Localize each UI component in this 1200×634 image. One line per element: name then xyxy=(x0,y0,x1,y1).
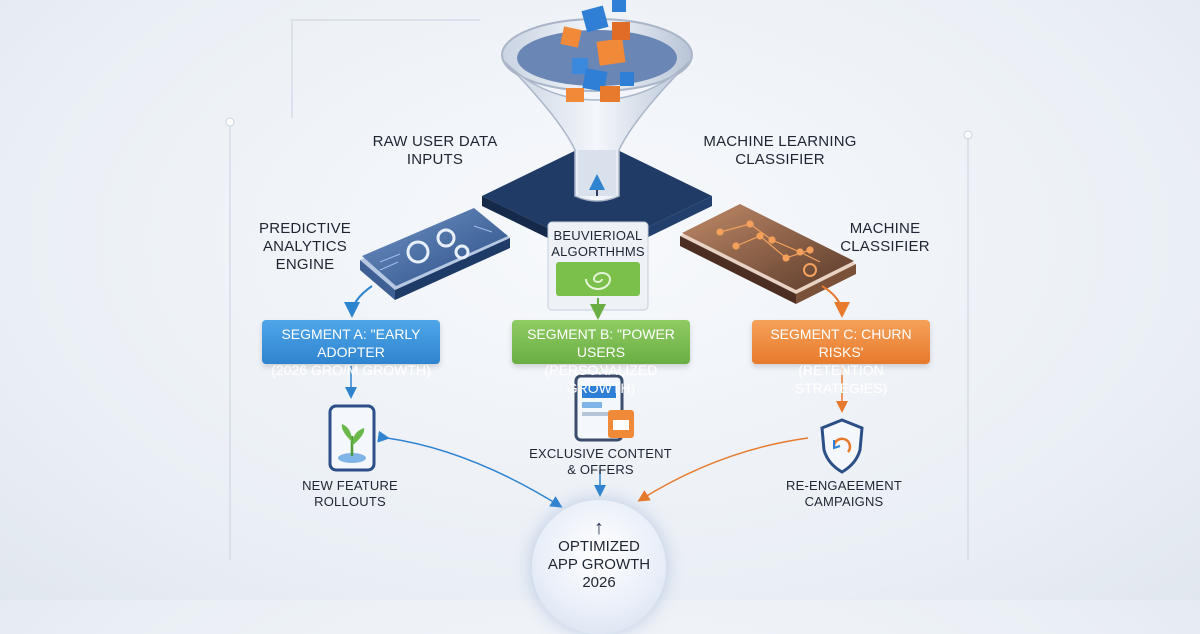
funnel-icon xyxy=(501,0,693,202)
arrow-up-icon: ↑ xyxy=(594,517,604,539)
label-line: 2026 xyxy=(582,574,616,591)
ml-classifier-label: MACHINE LEARNING CLASSIFIER xyxy=(690,133,870,169)
behavioral-label: BEUVIERIOAL ALGORTHHMS xyxy=(548,228,648,260)
spiral-icon xyxy=(585,272,612,290)
label-line: MACHINE xyxy=(849,220,921,237)
label-line: NEW FEATURE xyxy=(302,478,398,493)
label-line: & OFFERS xyxy=(567,462,634,477)
label-line: ROLLOUTS xyxy=(314,494,386,509)
label-line: ENGINE xyxy=(275,256,335,273)
label-line: OPTIMIZED xyxy=(558,538,640,555)
label-line: MACHINE LEARNING xyxy=(703,133,857,150)
label-line: ANALYTICS xyxy=(262,238,348,255)
label-line: CAMPAIGNS xyxy=(804,494,884,509)
machine-classifier-label: MACHINE CLASSIFIER xyxy=(830,220,940,256)
flow-diagram: RAW USER DATA INPUTS MACHINE LEARNING CL… xyxy=(225,0,973,634)
outcome-b-label: EXCLUSIVE CONTENT & OFFERS xyxy=(528,446,673,478)
label-line: APP GROWTH xyxy=(547,556,651,573)
segment-c-box: SEGMENT C: CHURN RISKS' (RETENTION STRAT… xyxy=(752,320,930,396)
segment-subtitle: (PERSONALIZED GROWTH) xyxy=(544,362,658,396)
shield-icon xyxy=(820,418,864,474)
label-line: CLASSIFIER xyxy=(840,238,930,255)
mobile-screen-icon xyxy=(328,404,376,472)
label-line: RE-ENGAEEMENT xyxy=(785,478,902,493)
network-icon xyxy=(716,220,821,263)
label-line: ALGORTHHMS xyxy=(551,244,645,259)
segment-a-box: SEGMENT A: "EARLY ADOPTER (2026 GRO/M GR… xyxy=(262,320,440,378)
outcome-c-label: RE-ENGAEEMENT CAMPAIGNS xyxy=(774,478,914,510)
gear-icon xyxy=(406,228,470,264)
raw-inputs-label: RAW USER DATA INPUTS xyxy=(350,133,520,169)
label-line: PREDICTIVE xyxy=(258,220,351,237)
predictive-label: PREDICTIVE ANALYTICS ENGINE xyxy=(245,220,365,274)
spiral-icon xyxy=(803,263,817,277)
segment-title: SEGMENT B: "POWER USERS xyxy=(527,326,675,360)
label-line: RAW USER DATA xyxy=(372,133,498,150)
mobile-screen-icon xyxy=(574,374,634,442)
segment-b-box: SEGMENT B: "POWER USERS (PERSONALIZED GR… xyxy=(512,320,690,396)
label-line: BEUVIERIOAL xyxy=(553,228,643,243)
plant-icon xyxy=(341,424,365,456)
outcome-a-label: NEW FEATURE ROLLOUTS xyxy=(290,478,410,510)
segment-subtitle: (2026 GRO/M GROWTH) xyxy=(271,362,431,378)
goal-label: OPTIMIZED APP GROWTH 2026 xyxy=(532,538,666,592)
predictive-engine-card xyxy=(360,208,510,300)
segment-title: SEGMENT A: "EARLY ADOPTER xyxy=(281,326,421,360)
diagram-canvas xyxy=(225,0,973,560)
segment-subtitle: (RETENTION STRATEGIES) xyxy=(794,362,888,396)
label-line: EXCLUSIVE CONTENT xyxy=(529,446,672,461)
segment-title: SEGMENT C: CHURN RISKS' xyxy=(770,326,912,360)
behavioral-card xyxy=(547,221,649,311)
label-line: INPUTS xyxy=(406,151,464,168)
label-line: CLASSIFIER xyxy=(735,151,825,168)
machine-classifier-card xyxy=(680,204,856,304)
background-lines xyxy=(225,19,973,560)
